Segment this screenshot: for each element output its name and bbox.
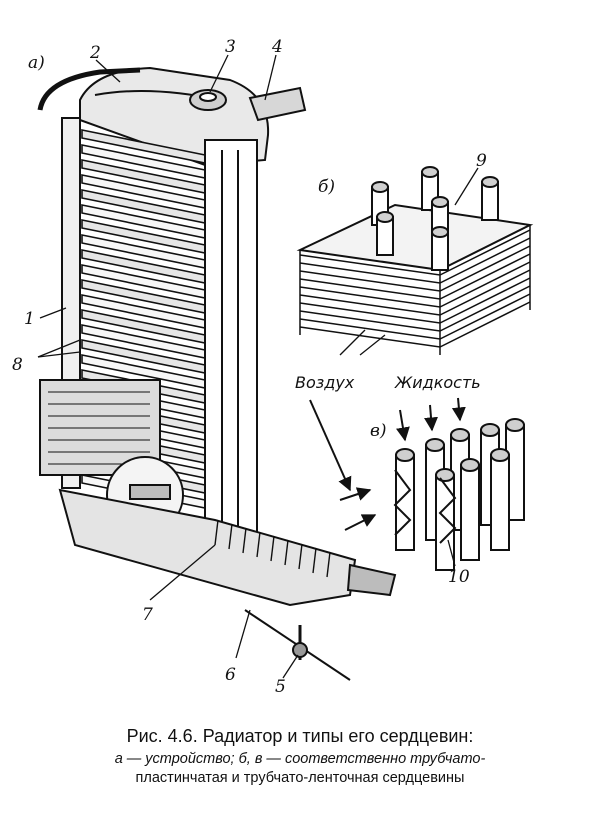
leader-lines [37, 54, 479, 679]
callout-4: 4 [271, 37, 283, 57]
callout-5: 5 [275, 677, 286, 697]
figure-caption: Рис. 4.6. Радиатор и типы его сердцевин:… [0, 726, 600, 788]
caption-line-1: а — устройство; б, в — соответственно тр… [114, 751, 486, 767]
radiator-diagram: а) б) в) 1 2 3 4 5 6 7 8 9 10 Воздух Жид… [12, 37, 534, 697]
label-liquid: Жидкость [394, 373, 481, 392]
callout-7: 7 [142, 605, 153, 625]
callout-6: 6 [225, 665, 236, 685]
caption-description: а — устройство; б, в — соответственно тр… [0, 750, 600, 788]
caption-title: Рис. 4.6. Радиатор и типы его сердцевин: [126, 726, 474, 746]
callout-10: 10 [448, 567, 470, 587]
radiator-assembly-drawing [37, 66, 397, 681]
tube-plate-core [296, 166, 534, 355]
callout-9: 9 [476, 151, 487, 171]
callout-2: 2 [89, 43, 101, 63]
label-air: Воздух [295, 373, 355, 392]
callout-1: 1 [24, 309, 35, 329]
callout-3: 3 [225, 37, 236, 57]
label-part-b: б) [318, 177, 335, 197]
label-part-a: а) [28, 53, 45, 73]
tube-ribbon-core [309, 397, 525, 571]
callout-8: 8 [12, 355, 23, 375]
caption-line-2: пластинчатая и трубчато-ленточная сердце… [135, 769, 465, 786]
label-part-v: в) [370, 421, 387, 441]
